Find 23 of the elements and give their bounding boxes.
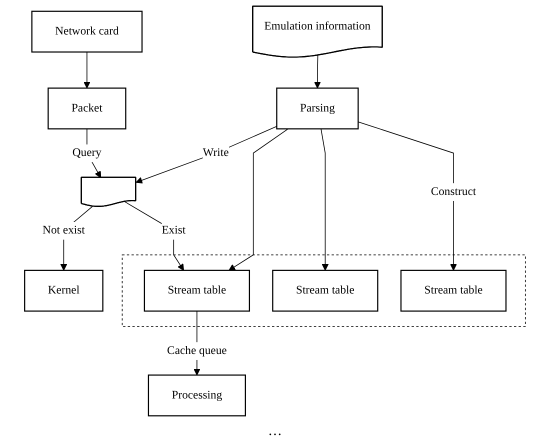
node-box: Stream table bbox=[144, 270, 250, 312]
arrow bbox=[320, 128, 329, 271]
arrow bbox=[84, 52, 90, 88]
cluster bbox=[122, 254, 526, 327]
arrow bbox=[228, 128, 289, 271]
edge-label: Construct bbox=[430, 185, 476, 198]
edge-label: Query bbox=[72, 146, 102, 160]
node-box: Kernel bbox=[24, 270, 104, 312]
node-box: Processing bbox=[148, 374, 246, 416]
arrow bbox=[358, 121, 457, 271]
edge-label: Exist bbox=[162, 224, 186, 237]
arrow bbox=[124, 201, 184, 271]
edge-label: Not exist bbox=[42, 224, 85, 237]
node-box: Parsing bbox=[276, 88, 359, 130]
node-box: Stream table bbox=[272, 270, 378, 312]
arrow bbox=[314, 55, 321, 88]
node-box: Network card bbox=[31, 10, 143, 53]
ellipsis-label: … bbox=[268, 424, 282, 440]
edge-label: Write bbox=[202, 146, 229, 160]
edge-label: Cache queue bbox=[167, 344, 227, 357]
arrow bbox=[136, 126, 278, 184]
node-box: Stream table bbox=[400, 270, 507, 312]
node-box: Packet bbox=[48, 88, 126, 130]
